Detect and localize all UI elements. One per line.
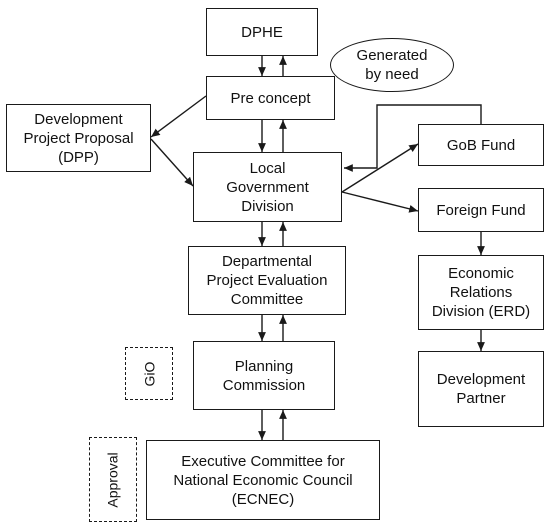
- callout-generated-by-need: Generated by need: [330, 38, 454, 92]
- node-dphe: DPHE: [206, 8, 318, 56]
- node-local-government-division: Local Government Division: [193, 152, 342, 222]
- node-dpp: Development Project Proposal (DPP): [6, 104, 151, 172]
- node-gob-fund: GoB Fund: [418, 124, 544, 166]
- node-erd-label: Economic Relations Division (ERD): [431, 265, 531, 320]
- node-planning-commission: Planning Commission: [193, 341, 335, 410]
- tag-gio: GiO: [125, 347, 173, 400]
- node-dpp-label: Development Project Proposal (DPP): [23, 110, 134, 166]
- tag-approval: Approval: [89, 437, 137, 522]
- node-dpec: Departmental Project Evaluation Committe…: [188, 246, 346, 315]
- node-pre-concept-label: Pre concept: [230, 89, 311, 107]
- node-lgd-label: Local Government Division: [226, 159, 309, 215]
- arrow-preconcept-to-dpp: [150, 95, 207, 138]
- node-dpec-label: Departmental Project Evaluation Committe…: [206, 253, 328, 308]
- arrow-dpp-to-lgd: [150, 138, 194, 187]
- arrow-lgd-to-foreign-fund: [341, 191, 419, 213]
- callout-label: Generated by need: [356, 47, 428, 83]
- arrow-gob-fund-to-lgd: [344, 104, 482, 172]
- node-foreign-fund-label: Foreign Fund: [436, 201, 526, 219]
- arrow-lgd-to-gob-fund: [341, 143, 419, 193]
- node-development-partner: Development Partner: [418, 351, 544, 427]
- node-dphe-label: DPHE: [241, 23, 283, 41]
- node-erd: Economic Relations Division (ERD): [418, 255, 544, 330]
- node-ecnec: Executive Committee for National Economi…: [146, 440, 380, 520]
- node-dev-partner-label: Development Partner: [436, 371, 526, 407]
- node-ecnec-label: Executive Committee for National Economi…: [173, 452, 353, 508]
- node-planning-label: Planning Commission: [222, 357, 306, 394]
- tag-approval-label: Approval: [105, 451, 122, 508]
- tag-gio-label: GiO: [140, 361, 157, 386]
- node-foreign-fund: Foreign Fund: [418, 188, 544, 232]
- node-pre-concept: Pre concept: [206, 76, 335, 120]
- node-gob-fund-label: GoB Fund: [446, 136, 516, 154]
